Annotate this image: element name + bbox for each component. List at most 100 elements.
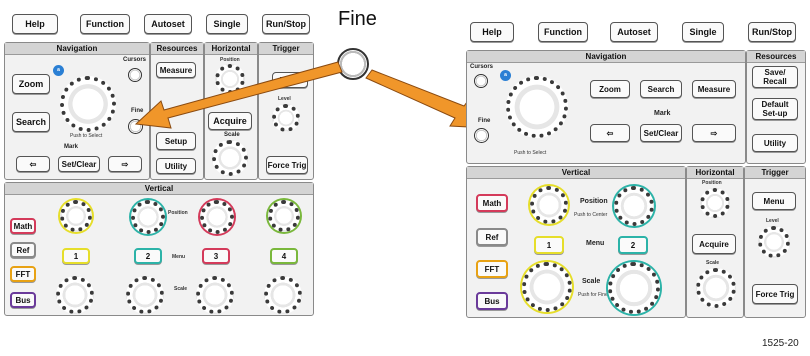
right-autoset-button[interactable]: Autoset — [610, 22, 658, 42]
search-button[interactable]: Search — [12, 112, 50, 132]
right-help-button[interactable]: Help — [470, 22, 514, 42]
default-setup-button[interactable]: Default Set-up — [752, 98, 798, 120]
ref-button[interactable]: Ref — [10, 242, 36, 258]
right-measure-button[interactable]: Measure — [692, 80, 736, 98]
ch4-position-knob[interactable] — [268, 200, 300, 232]
navigation-header: Navigation — [5, 43, 149, 55]
right-left-arrow-icon: ⇦ — [606, 128, 614, 138]
horizontal-position-label: Position — [220, 57, 240, 63]
right-ch2-scale-knob[interactable] — [608, 262, 660, 314]
horizontal-scale-knob[interactable] — [212, 140, 248, 176]
right-multipurpose-knob-a[interactable] — [506, 76, 568, 138]
right-force-trig-button[interactable]: Force Trig — [752, 284, 798, 304]
multipurpose-knob-a[interactable] — [60, 76, 116, 132]
help-button[interactable]: Help — [12, 14, 58, 34]
horizontal-scale-label: Scale — [224, 132, 240, 138]
vertical-header: Vertical — [5, 183, 313, 195]
fine-callout-label: Fine — [338, 8, 377, 30]
right-horizontal-scale-label: Scale — [706, 260, 720, 266]
right-next-mark-button[interactable]: ⇨ — [692, 124, 736, 142]
ch1-button[interactable]: 1 — [62, 248, 90, 264]
bus-button[interactable]: Bus — [10, 292, 36, 308]
right-bus-button[interactable]: Bus — [476, 292, 508, 310]
ch3-scale-knob[interactable] — [196, 276, 234, 314]
right-push-fine-label: Push for Fine Resolution — [578, 292, 633, 298]
function-button[interactable]: Function — [80, 14, 130, 34]
right-cursors-button[interactable] — [474, 74, 488, 88]
right-scale-label: Scale — [582, 278, 601, 285]
run-stop-button[interactable]: Run/Stop — [262, 14, 310, 34]
autoset-button[interactable]: Autoset — [144, 14, 192, 34]
right-run-stop-button[interactable]: Run/Stop — [748, 22, 796, 42]
utility-button[interactable]: Utility — [156, 158, 196, 174]
right-horizontal-header: Horizontal — [687, 167, 743, 179]
measure-button[interactable]: Measure — [156, 62, 196, 78]
right-ch1-scale-knob[interactable] — [522, 262, 572, 312]
right-position-label: Position — [580, 198, 608, 205]
zoom-button[interactable]: Zoom — [12, 74, 50, 94]
cursors-button[interactable] — [128, 68, 142, 82]
right-ref-button[interactable]: Ref — [476, 228, 508, 246]
right-arrow-icon: ⇨ — [121, 159, 129, 169]
right-fine-button[interactable] — [474, 128, 489, 143]
ch3-button[interactable]: 3 — [202, 248, 230, 264]
right-push-center-label: Push to Center — [574, 212, 608, 218]
right-function-button[interactable]: Function — [538, 22, 588, 42]
menu-label: Menu — [172, 254, 186, 260]
right-previous-mark-button[interactable]: ⇦ — [590, 124, 630, 142]
right-math-button[interactable]: Math — [476, 194, 508, 212]
right-ch1-position-knob[interactable] — [530, 186, 568, 224]
right-trigger-menu-button[interactable]: Menu — [752, 192, 796, 210]
previous-mark-button[interactable]: ⇦ — [16, 156, 50, 172]
right-horizontal-position-label: Position — [702, 180, 722, 186]
left-arrow-icon: ⇦ — [29, 159, 37, 169]
ch2-scale-knob[interactable] — [126, 276, 164, 314]
right-vertical-header: Vertical — [467, 167, 685, 179]
right-trigger-header: Trigger — [745, 167, 805, 179]
right-trigger-level-knob[interactable] — [758, 226, 790, 258]
right-ch1-button[interactable]: 1 — [534, 236, 564, 254]
ch4-scale-knob[interactable] — [264, 276, 302, 314]
multipurpose-a-icon: a — [53, 65, 64, 76]
resources-header: Resources — [151, 43, 203, 55]
figure-id: 1525-20 — [762, 338, 799, 349]
trigger-level-knob[interactable] — [272, 104, 300, 132]
right-acquire-button[interactable]: Acquire — [692, 234, 736, 254]
horizontal-header: Horizontal — [205, 43, 257, 55]
ch1-position-knob[interactable] — [60, 200, 92, 232]
ch4-button[interactable]: 4 — [270, 248, 298, 264]
set-clear-button[interactable]: Set/Clear — [58, 156, 100, 172]
fine-label: Fine — [131, 108, 144, 114]
right-zoom-button[interactable]: Zoom — [590, 80, 630, 98]
right-utility-button[interactable]: Utility — [752, 134, 798, 152]
position-label: Position — [168, 210, 188, 216]
right-resources-header: Resources — [747, 51, 805, 63]
right-single-button[interactable]: Single — [682, 22, 724, 42]
arrow-to-left-fine — [134, 61, 343, 129]
ch1-scale-knob[interactable] — [56, 276, 94, 314]
single-button[interactable]: Single — [206, 14, 248, 34]
save-recall-button[interactable]: Save/ Recall — [752, 66, 798, 88]
right-horizontal-position-knob[interactable] — [700, 188, 730, 218]
right-push-select-label: Push to Select — [514, 150, 547, 156]
mark-label: Mark — [64, 144, 79, 150]
fft-button[interactable]: FFT — [10, 266, 36, 282]
right-search-button[interactable]: Search — [640, 80, 682, 98]
ch3-position-knob[interactable] — [200, 200, 234, 234]
ch2-position-knob[interactable] — [131, 200, 165, 234]
right-right-arrow-icon: ⇨ — [710, 128, 718, 138]
ch2-button[interactable]: 2 — [134, 248, 162, 264]
right-fft-button[interactable]: FFT — [476, 260, 508, 278]
push-select-label: Push to Select — [70, 133, 103, 139]
right-ch2-button[interactable]: 2 — [618, 236, 648, 254]
math-button[interactable]: Math — [10, 218, 36, 234]
next-mark-button[interactable]: ⇨ — [108, 156, 142, 172]
setup-button[interactable]: Setup — [156, 132, 196, 150]
right-set-clear-button[interactable]: Set/Clear — [640, 124, 682, 142]
force-trig-button[interactable]: Force Trig — [266, 156, 308, 174]
right-horizontal-scale-knob[interactable] — [696, 268, 736, 308]
acquire-button[interactable]: Acquire — [208, 112, 252, 130]
right-mark-label: Mark — [654, 110, 671, 117]
right-ch2-position-knob[interactable] — [614, 186, 654, 226]
